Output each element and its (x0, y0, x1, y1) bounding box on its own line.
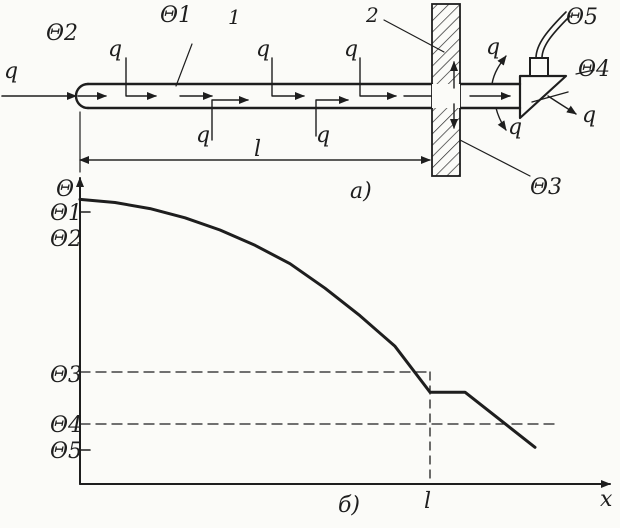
chart-b: Θ Θ1 Θ2 Θ3 Θ4 Θ5 l x б) (50, 177, 613, 518)
label-q-7: q (508, 115, 522, 140)
caption-a: a) (350, 179, 372, 204)
leader-theta4 (575, 69, 595, 75)
device-connector (529, 57, 549, 77)
device-wire (535, 11, 571, 59)
label-theta4: Θ4 (578, 57, 610, 82)
loss-arrow-up (491, 55, 507, 85)
leader-pipe (175, 43, 193, 87)
device-outflow-arrow (547, 95, 577, 115)
pipe-exit-walls (458, 82, 522, 110)
y-axis-label: Θ (56, 177, 74, 202)
label-theta5: Θ5 (566, 5, 598, 30)
label-q-5: q (316, 123, 330, 148)
loss-arrow-down (495, 107, 507, 131)
label-q-6: q (486, 35, 500, 60)
leader-theta3 (459, 139, 531, 177)
label-q-in: q (4, 59, 18, 84)
label-pipe-marker: 1 (228, 5, 241, 29)
label-q-3: q (344, 37, 358, 62)
caption-b: б) (338, 493, 360, 518)
sensor-device (518, 74, 568, 120)
tick-label-theta5: Θ5 (50, 439, 82, 464)
diagram-a: q Θ2 Θ1 1 2 q q q q q q q q Θ5 Θ4 Θ3 l a… (1, 3, 610, 204)
label-q-8: q (582, 103, 596, 128)
tick-label-theta4: Θ4 (50, 413, 82, 438)
label-q-4: q (196, 123, 210, 148)
label-theta3: Θ3 (530, 175, 562, 200)
temperature-curve (78, 197, 537, 449)
tick-label-theta1: Θ1 (50, 201, 82, 226)
label-theta2: Θ2 (46, 21, 78, 46)
label-theta1: Θ1 (160, 3, 192, 28)
pipe-walls (86, 82, 434, 110)
label-q-2: q (256, 37, 270, 62)
tick-label-theta2: Θ2 (50, 227, 82, 252)
leader-wall (383, 19, 445, 53)
label-wall-marker: 2 (365, 3, 379, 27)
x-axis-label: x (600, 487, 613, 512)
tick-label-theta3: Θ3 (50, 363, 82, 388)
label-q-1: q (108, 37, 122, 62)
label-length: l (254, 137, 261, 162)
pipe-tip (74, 82, 90, 110)
tick-label-l: l (424, 489, 431, 514)
